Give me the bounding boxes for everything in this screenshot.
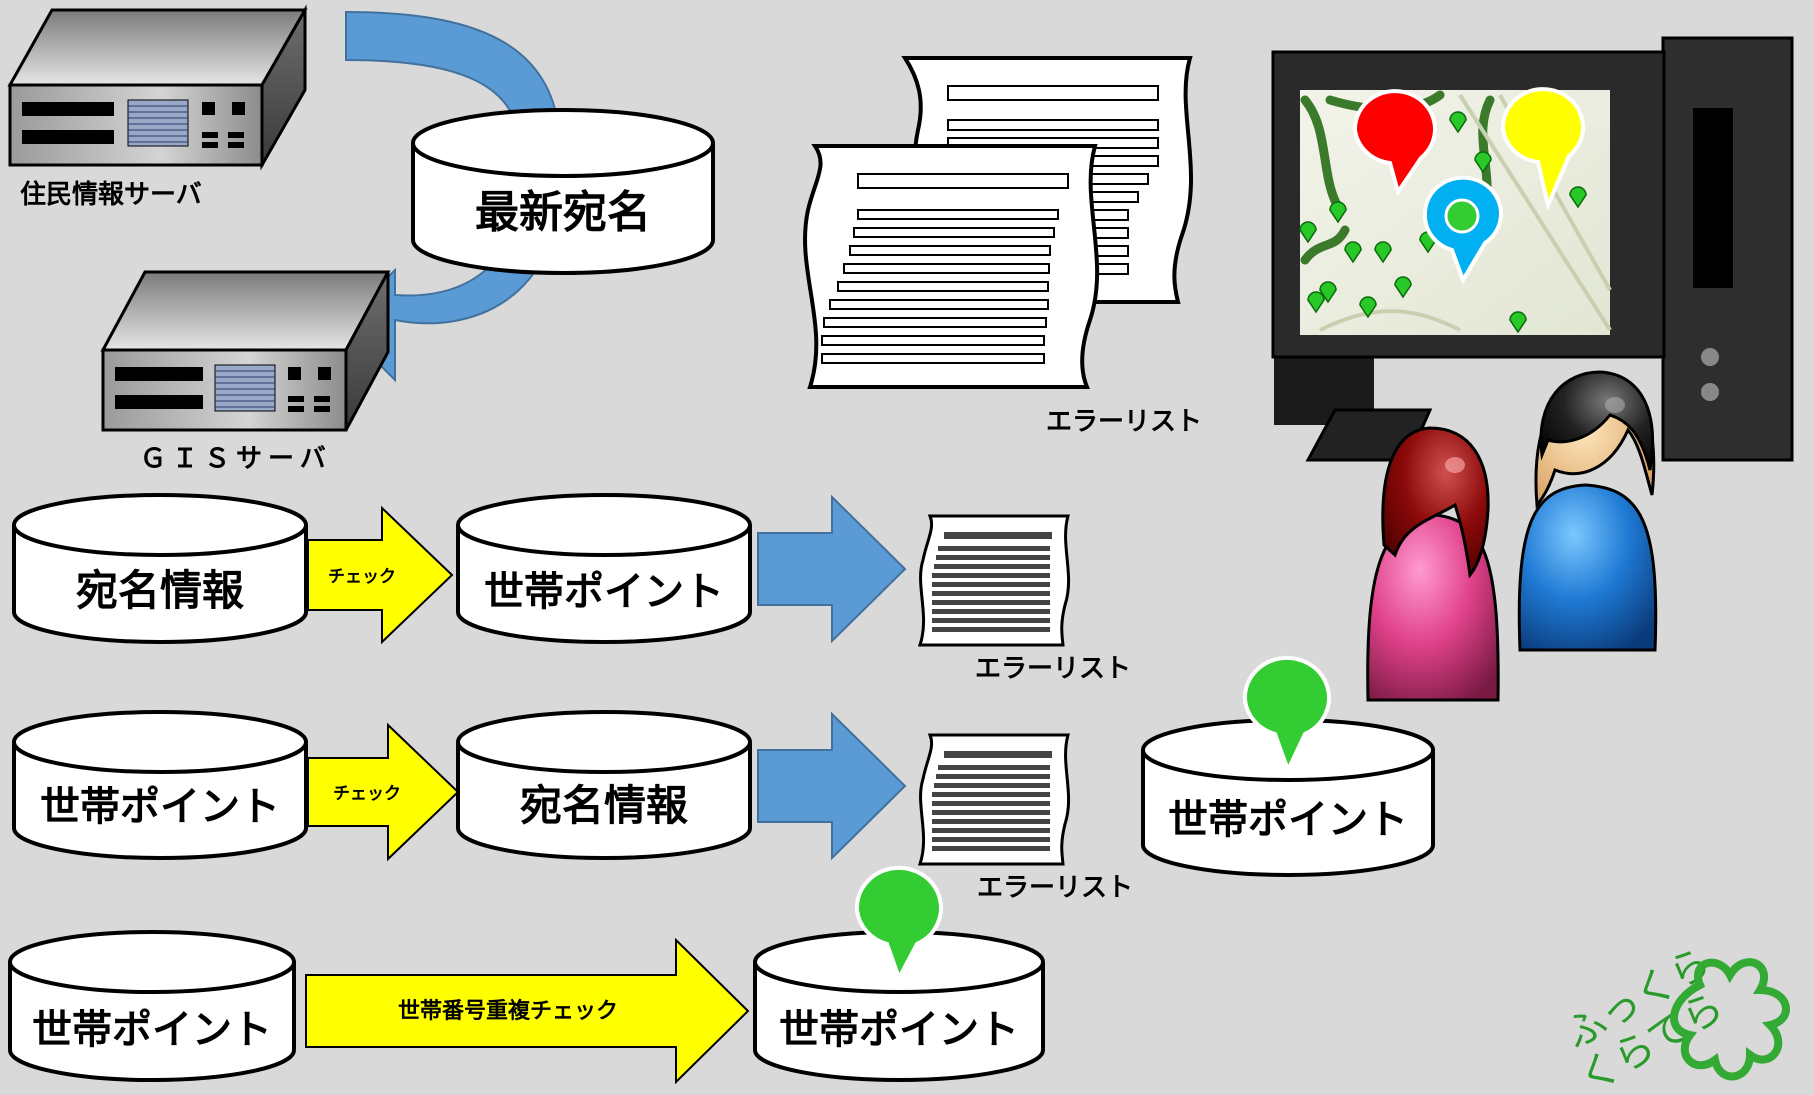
row2-source-label: 世帯ポイント [40,784,280,830]
result-db-label: 世帯ポイント [1168,797,1408,843]
gis-server-label: ＧＩＳサーバ [140,444,332,474]
man-user-icon [1517,370,1658,652]
row2-source-db [12,710,308,860]
latest-address-db-label: 最新宛名 [475,187,651,238]
row3-source-db [8,930,296,1082]
row2-error-list-icon [917,733,1071,866]
row2-target-db [456,710,752,860]
resident-server-label: 住民情報サーバ [20,179,202,210]
row3-target-label: 世帯ポイント [779,1007,1019,1053]
row2-flow-arrow [757,711,907,861]
error-list-label-row1: エラーリスト [975,654,1131,684]
row3-check-arrow [305,937,750,1085]
green-pin-icon [1242,655,1331,776]
row3-check-label: 世帯番号重複チェック [398,998,618,1024]
row3-source-label: 世帯ポイント [32,1007,272,1053]
row1-source-db [12,493,308,644]
row1-target-label: 世帯ポイント [484,569,724,615]
error-list-label-top: エラーリスト [1046,407,1202,437]
error-list-documents-large [803,56,1194,389]
sync-curved-arrow [338,10,561,383]
row1-check-label: チェック [328,567,396,587]
result-household-point-db [1141,718,1435,877]
fukkura-logo: ふっくら くらてら [1557,939,1790,1095]
row2-check-label: チェック [333,784,401,804]
gis-server-icon [100,270,391,432]
row1-source-label: 宛名情報 [76,566,244,615]
green-pin-icon [854,865,943,983]
row1-check-arrow [307,505,454,645]
latest-address-db [411,108,715,275]
woman-user-icon [1366,426,1500,702]
row1-flow-arrow [757,494,907,644]
row1-error-list-icon [917,514,1071,647]
computer-monitor-icon [1271,36,1794,462]
row1-target-db [456,493,752,644]
error-list-label-row2: エラーリスト [977,873,1133,903]
row2-check-arrow [307,722,460,862]
row2-target-label: 宛名情報 [520,781,688,830]
resident-server-icon [7,4,308,171]
